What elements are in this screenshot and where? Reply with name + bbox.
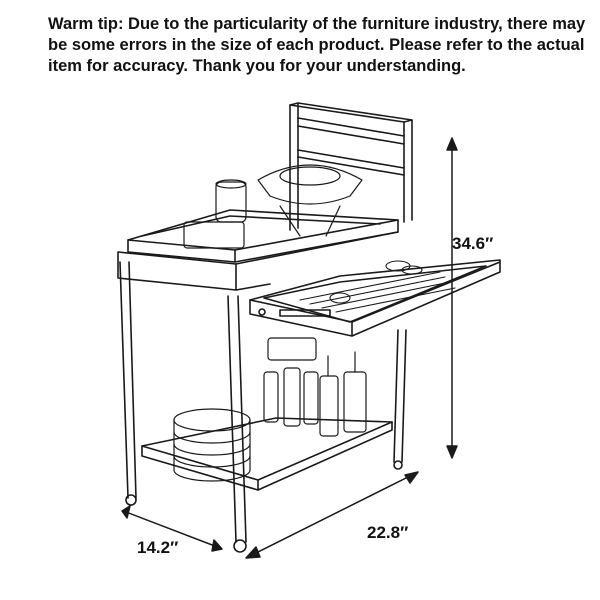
warm-tip-text: Warm tip: Due to the particularity of th…	[48, 15, 586, 75]
width-dimension-label: 22.8″	[367, 523, 409, 542]
bottles	[263, 337, 367, 437]
dimension-arrows	[121, 137, 458, 559]
bottom-shelf	[141, 417, 393, 491]
top-tray	[127, 209, 399, 263]
cart-frame	[117, 231, 407, 553]
pull-out-drawer	[249, 259, 501, 337]
height-dimension-label: 34.6″	[452, 234, 494, 253]
depth-dimension-label: 14.2″	[137, 538, 179, 557]
plate-stack	[173, 408, 251, 482]
tray-items	[183, 164, 363, 249]
